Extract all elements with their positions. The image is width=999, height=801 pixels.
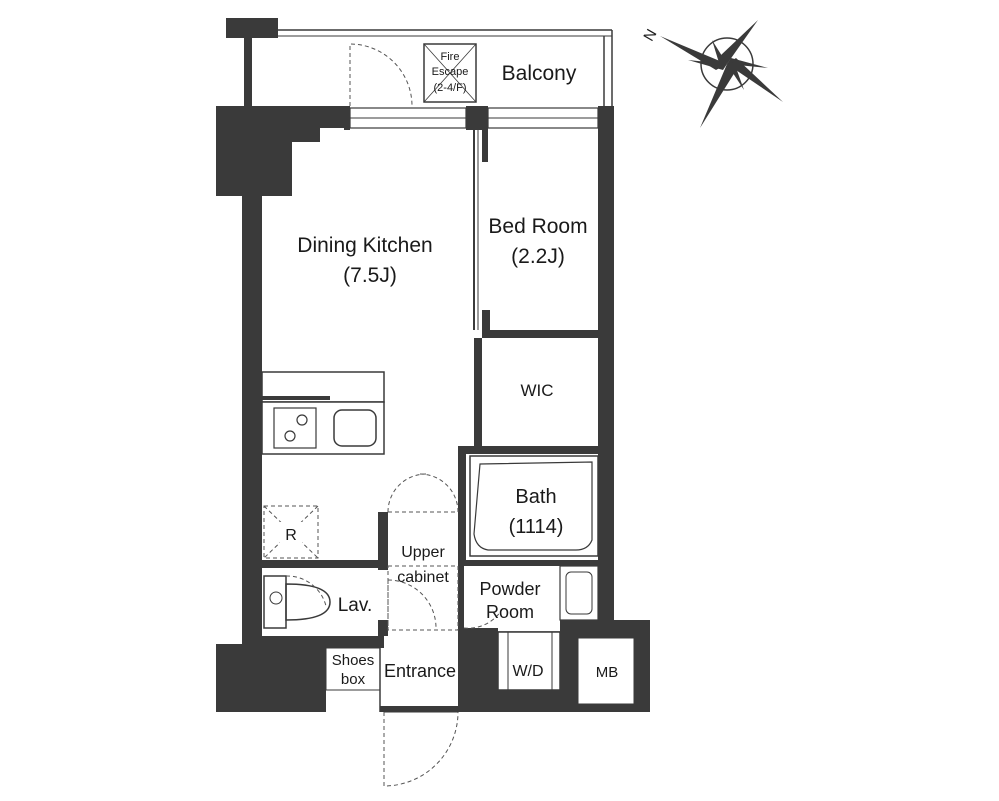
shoes-box-label-2: box <box>341 671 366 688</box>
washer-dryer-label: W/D <box>512 663 543 680</box>
kitchen-counter <box>261 371 385 455</box>
refrigerator: R <box>263 505 319 559</box>
interior-walls <box>262 130 635 713</box>
compass-rose: N <box>640 20 783 128</box>
powder-room-label: Powder <box>479 579 540 599</box>
fire-escape-label: Fire <box>441 51 460 63</box>
door-swings <box>383 473 505 787</box>
entrance-label: Entrance <box>384 661 456 681</box>
shoes-box-label: Shoes <box>332 652 375 669</box>
dining-kitchen-label: Dining Kitchen <box>297 234 432 257</box>
wic-label: WIC <box>520 381 553 400</box>
upper-cabinet-label: Upper <box>401 544 445 561</box>
powder-room-label-2: Room <box>486 602 534 622</box>
lavatory-label: Lav. <box>338 595 373 616</box>
toilet <box>263 575 331 629</box>
balcony-area: Fire Escape (2-4/F) Balcony <box>226 18 613 107</box>
balcony-label: Balcony <box>502 62 577 85</box>
vanity-sink <box>559 565 599 621</box>
balcony-top-cap <box>226 18 278 38</box>
bathtub <box>469 455 599 557</box>
dining-kitchen-size: (7.5J) <box>343 264 397 287</box>
fire-escape-label-2: Escape <box>432 66 469 78</box>
bed-room-size: (2.2J) <box>511 245 565 268</box>
bath-label: Bath <box>515 486 556 508</box>
refrigerator-label: R <box>285 527 297 544</box>
compass-north-label: N <box>640 26 660 44</box>
upper-cabinet-label-2: cabinet <box>397 569 449 586</box>
meter-box-label: MB <box>596 664 619 681</box>
fire-escape-label-3: (2-4/F) <box>434 82 467 94</box>
meter-box <box>577 637 635 705</box>
exterior-walls <box>216 106 650 712</box>
bed-room-label: Bed Room <box>488 215 587 238</box>
bath-size: (1114) <box>509 516 564 538</box>
washer-dryer-enclosure <box>497 631 561 691</box>
room-labels: Dining Kitchen (7.5J) Bed Room (2.2J) WI… <box>297 215 618 688</box>
balcony-left-post <box>244 36 252 106</box>
kitchen-sink <box>333 409 377 447</box>
stove <box>273 407 317 449</box>
